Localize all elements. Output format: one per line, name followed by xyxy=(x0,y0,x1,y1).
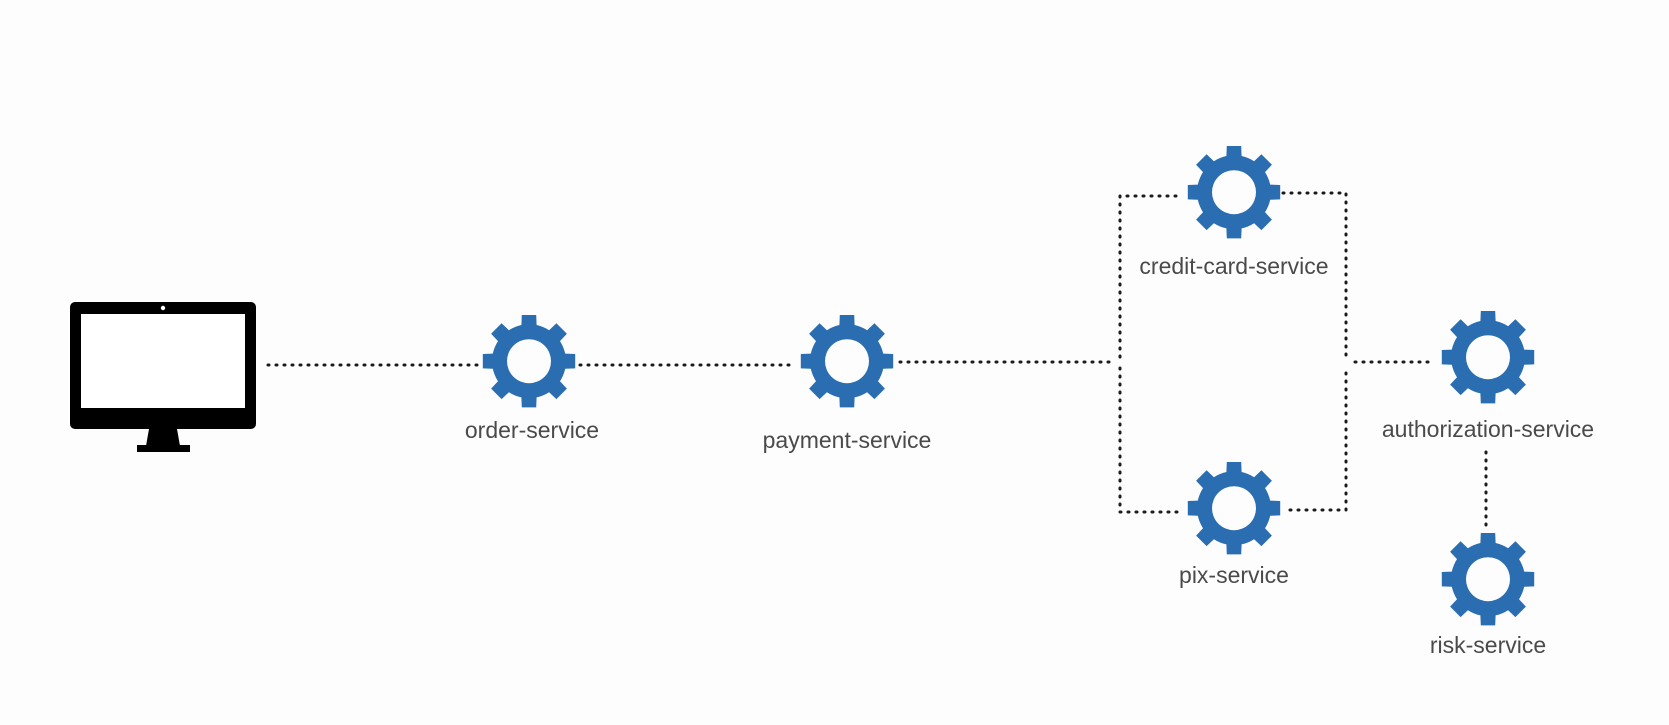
node-label-pix-service: pix-service xyxy=(1179,562,1289,588)
connector-pix-merge xyxy=(1288,368,1348,512)
client-computer xyxy=(70,302,256,452)
node-credit-card-service: credit-card-service xyxy=(1139,146,1329,279)
connector-split-credit-card xyxy=(1118,194,1185,359)
node-pix-service: pix-service xyxy=(1179,462,1289,588)
node-label-authorization-service: authorization-service xyxy=(1382,416,1594,442)
monitor-camera xyxy=(160,305,166,311)
connector-split-pix xyxy=(1118,366,1179,514)
monitor-base xyxy=(137,445,190,452)
gear-icon xyxy=(1441,311,1535,404)
monitor-screen xyxy=(81,314,245,408)
connectors xyxy=(266,191,1488,530)
node-risk-service: risk-service xyxy=(1430,533,1546,658)
gear-icon xyxy=(1441,533,1535,626)
node-label-payment-service: payment-service xyxy=(763,427,932,453)
gear-icon xyxy=(1187,146,1281,239)
connector-credit-card-merge xyxy=(1281,191,1348,357)
node-payment-service: payment-service xyxy=(763,315,932,453)
node-authorization-service: authorization-service xyxy=(1382,311,1594,442)
node-order-service: order-service xyxy=(465,315,599,443)
node-label-risk-service: risk-service xyxy=(1430,632,1546,658)
monitor-stand xyxy=(146,429,180,446)
node-label-credit-card-service: credit-card-service xyxy=(1139,253,1328,279)
gear-icon xyxy=(800,315,894,408)
gear-icon xyxy=(482,315,576,408)
node-label-order-service: order-service xyxy=(465,417,599,443)
gear-icon xyxy=(1187,462,1281,555)
monitor-icon xyxy=(70,302,256,452)
